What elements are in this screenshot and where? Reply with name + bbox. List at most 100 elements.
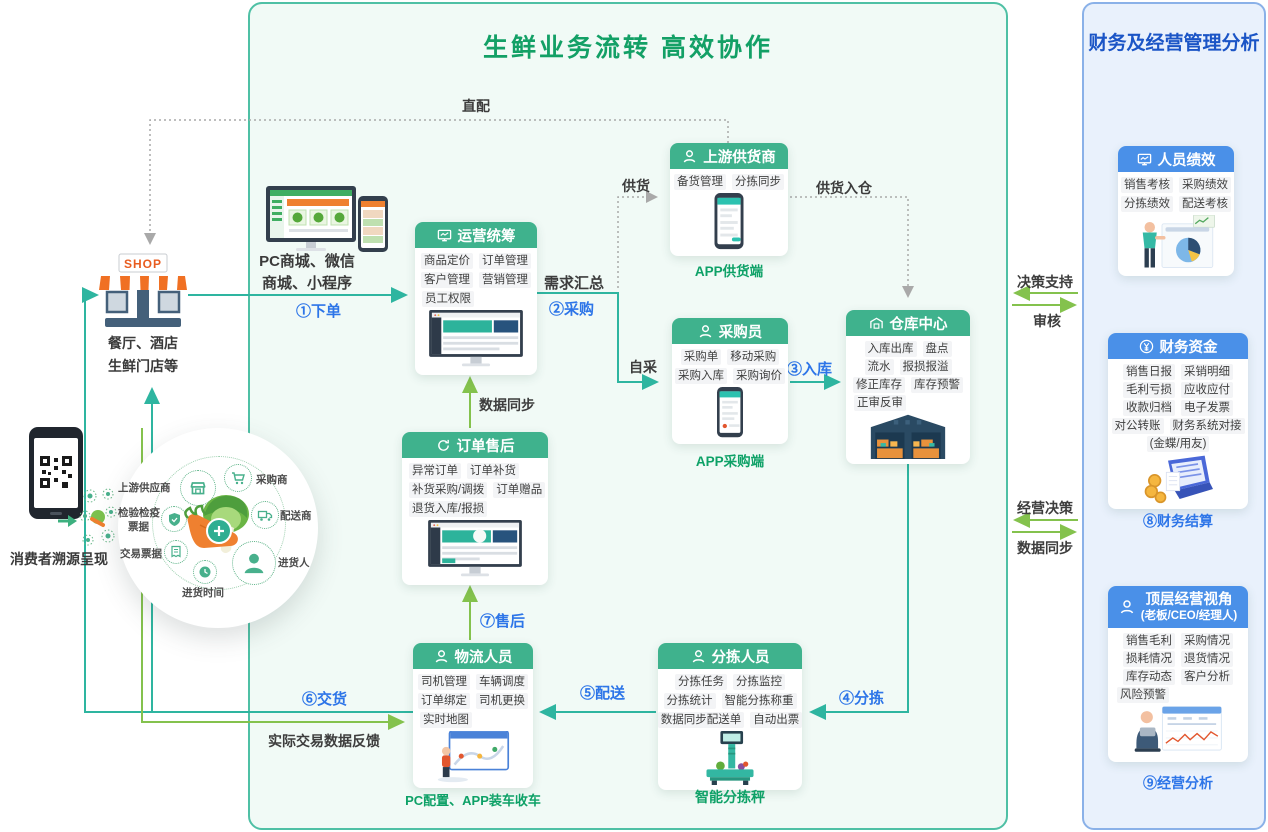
courier-label: 配送商 [280,510,312,522]
executive-chart-icon [1134,706,1222,752]
trace-mini-cluster [78,486,118,554]
supplier-header: 上游供货商 [670,143,788,169]
analysis-panel-title: 财务及经营管理分析 [1088,33,1260,54]
storefront-icon: SHOP [99,253,187,327]
aftersale-title: 订单售后 [456,438,515,455]
label-supply-warehouse: 供货入仓 [816,180,872,196]
feature-item: 订单管理 [479,253,531,269]
trace-arrow-icon [56,514,78,528]
label-step2-purchase: ②采购 [549,301,595,318]
executive-header: 顶层经营视角 (老板/CEO/经理人) [1108,586,1248,628]
person-icon [434,649,449,664]
quarantine-label-line2: 票据 [128,521,149,533]
feature-item: 风险预警 [1117,687,1169,703]
feature-item: 分拣同步 [732,174,784,190]
person-icon [691,649,706,664]
supplier-label: 上游供应商 [118,482,171,494]
monitor-chart-icon [437,228,452,243]
flow-box-warehouse: 仓库中心 入库出库盘点 流水报损报溢 修正库存库存预警 正审反审 [846,310,970,464]
feature-item: 智能分拣称重 [721,693,797,709]
feature-item: 订单绑定 [418,693,470,709]
performance-header: 人员绩效 [1118,146,1234,172]
operations-header: 运营统筹 [415,222,537,248]
feature-item: 营销管理 [479,272,531,288]
sorting-caption: 智能分拣秤 [695,789,765,805]
smart-scale-icon [706,731,754,785]
feature-item: 分拣监控 [733,674,785,690]
feature-item: 销售考核 [1121,177,1173,193]
label-self-purchase: 自采 [629,359,657,375]
feature-item: 销售毛利 [1123,633,1175,649]
feature-item: 电子发票 [1181,400,1233,416]
person-icon [698,324,713,339]
aftersale-header: 订单售后 [402,432,548,458]
feature-item: 客户管理 [421,272,473,288]
time-label: 进货时间 [182,587,224,599]
feature-item: 采销明细 [1181,364,1233,380]
feature-item: 司机更换 [476,693,528,709]
label-feedback: 实际交易数据反馈 [268,733,380,749]
flow-box-aftersale: 订单售后 异常订单订单补货 补货采购/调拨订单赠品 退货入库/报损 [402,432,548,585]
plus-icon [206,518,232,544]
executive-subtitle: (老板/CEO/经理人) [1140,609,1238,622]
feature-item: 采购询价 [733,368,785,384]
feature-item: 员工权限 [422,291,474,307]
flow-box-purchaser: 采购员 采购单移动采购 采购入库采购询价 [672,318,788,444]
label-step6-handover: ⑥交货 [302,691,348,708]
logistics-title: 物流人员 [454,649,513,666]
flow-box-operations: 运营统筹 商品定价订单管理 客户管理营销管理 员工权限 [415,222,537,375]
feature-item: 对公转账 [1111,418,1164,434]
supplier-caption: APP供货端 [694,264,764,279]
feature-item: 销售日报 [1123,364,1175,380]
feature-item: 采购情况 [1181,633,1233,649]
feature-item: 自动出票 [750,712,803,728]
dashboard-monitor-icon [428,520,522,577]
page-title: 生鲜业务流转 高效协作 [483,34,773,62]
feature-item: 应收应付 [1181,382,1233,398]
refresh-icon [436,438,451,453]
feature-item: 库存动态 [1123,669,1175,685]
pc-mall-label-line1: PC商城、微信 [259,253,355,270]
monitor-chart-icon [1137,152,1152,167]
feature-item: 补货采购/调拨 [409,482,488,498]
performance-title: 人员绩效 [1157,152,1216,169]
feature-item: 盘点 [922,341,952,357]
feature-item: 异常订单 [409,463,461,479]
feature-item: 收款归档 [1123,400,1175,416]
pc-mall-illustration [266,186,390,254]
app-phone-icon [714,193,744,250]
label-step4-sort: ④分拣 [839,690,885,707]
person-pie-chart-icon [1142,215,1215,268]
label-decision-support: 决策支持 [1017,274,1073,290]
supplier-title: 上游供货商 [703,149,776,166]
feature-item: 正审反审 [854,395,906,411]
pc-mall-label-line2: 商城、小程序 [261,275,352,292]
feature-item: 损耗情况 [1123,651,1175,667]
ticket-label: 交易票据 [120,548,162,560]
label-audit: 审核 [1033,313,1061,329]
flow-box-sorting: 分拣人员 分拣任务分拣监控 分拣统计智能分拣称重 数据同步配送单自动出票 [657,643,803,790]
label-step5-deliver: ⑤配送 [580,685,626,702]
executive-caption: ⑨经营分析 [1143,775,1213,791]
flow-box-logistics: 物流人员 司机管理车辆调度 订单绑定司机更换 实时地图 [413,643,533,788]
logistics-caption: PC配置、APP装车收车 [405,793,541,808]
finance-header: 财务资金 [1108,333,1248,359]
finance-title: 财务资金 [1159,339,1218,356]
feature-item: 毛利亏损 [1123,382,1175,398]
warehouse-header: 仓库中心 [846,310,970,336]
label-biz-decision: 经营决策 [1017,500,1073,516]
feature-item: 采购入库 [675,368,727,384]
feature-item: 采购单 [680,349,722,365]
stocker-label: 进货人 [278,557,310,569]
yen-coin-icon [1139,339,1154,354]
analysis-box-performance: 人员绩效 销售考核采购绩效 分拣绩效配送考核 [1118,146,1234,276]
sorting-header: 分拣人员 [658,643,802,669]
label-data-sync-right: 数据同步 [1017,540,1073,556]
shop-sign-text: SHOP [124,257,162,271]
sorting-title: 分拣人员 [711,649,770,666]
map-dispatch-icon [437,731,510,783]
traceability-circle: 上游供应商 采购商 配送商 进货人 进货时间 交易票据 检验检疫 票据 [118,428,318,628]
feature-item: 库存预警 [911,377,963,393]
feature-item: 客户分析 [1181,669,1233,685]
